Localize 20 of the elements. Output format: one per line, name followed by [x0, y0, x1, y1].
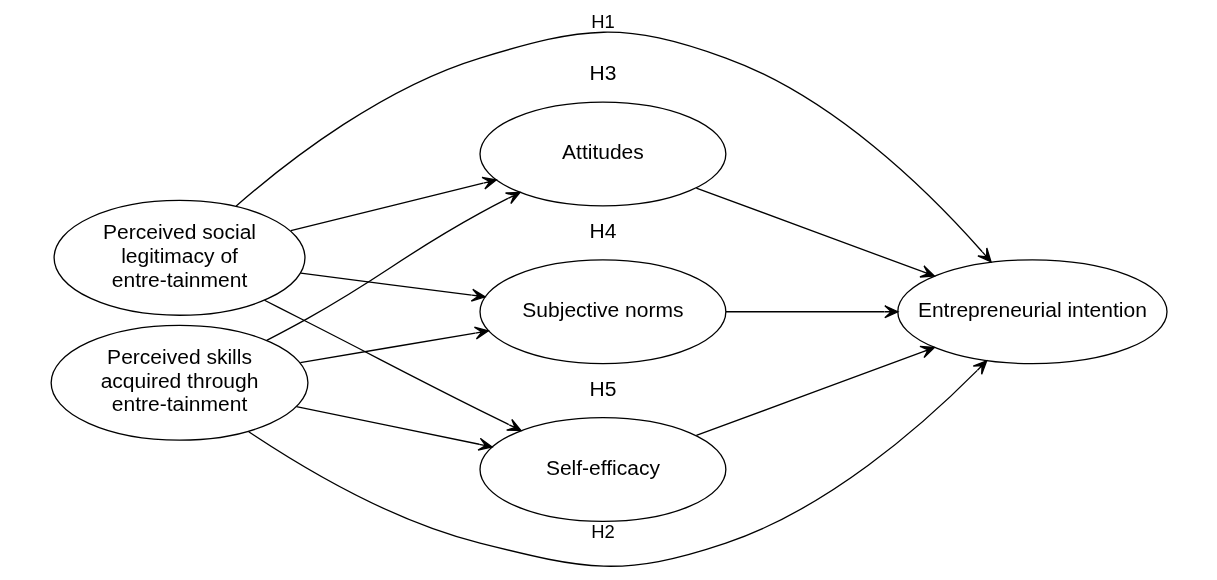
arrow: [289, 176, 497, 232]
node-ellipse: Perceived social legitimacy of entre-tainment: [52, 199, 306, 316]
node-label: H4: [589, 218, 616, 242]
node-label: H3: [589, 61, 616, 85]
arrow: [724, 305, 899, 319]
arrow: [695, 345, 935, 437]
edge-label: H1: [590, 11, 615, 33]
node-label: H5: [589, 376, 616, 400]
arrow: [295, 405, 493, 451]
node-ellipse: Subjective norms: [478, 259, 726, 365]
node-ellipse: Perceived skills acquired through entre-tainment: [50, 324, 309, 441]
arrow: [235, 31, 992, 263]
arrow: [695, 187, 935, 278]
edge-label: H2: [590, 521, 615, 543]
arrow: [299, 326, 489, 364]
arrow: [265, 191, 521, 341]
arrow: [299, 272, 486, 302]
node-ellipse: Entrepreneurial intention: [896, 259, 1168, 365]
arrow: [263, 299, 522, 432]
arrow: [247, 360, 987, 567]
